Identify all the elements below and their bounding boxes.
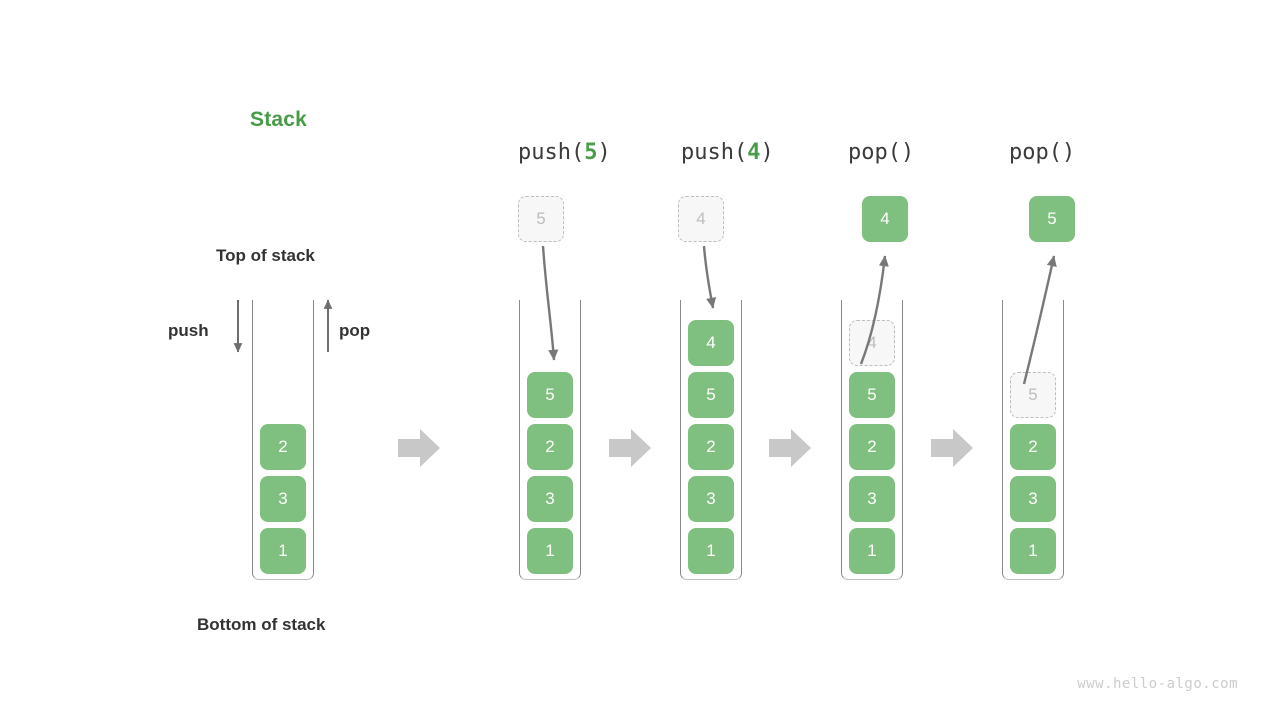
stack-cell: 2 bbox=[260, 424, 306, 470]
stack-cell: 3 bbox=[260, 476, 306, 522]
floating-element-pop-2: 5 bbox=[1029, 196, 1075, 242]
stack-container bbox=[1002, 300, 1064, 580]
stack-cell: 3 bbox=[688, 476, 734, 522]
stack-stage-initial: 2 3 1 bbox=[252, 300, 316, 582]
stack-stage-pop-1: 4 5 2 3 1 bbox=[841, 300, 905, 582]
stack-stage-pop-2: 5 2 3 1 bbox=[1002, 300, 1066, 582]
operation-argument: 4 bbox=[747, 140, 761, 165]
stack-cell: 1 bbox=[260, 528, 306, 574]
stack-cell: 3 bbox=[849, 476, 895, 522]
stack-container bbox=[519, 300, 581, 580]
stack-container bbox=[841, 300, 903, 580]
stack-cell: 4 bbox=[688, 320, 734, 366]
stack-cell: 1 bbox=[527, 528, 573, 574]
stack-cell: 4 bbox=[849, 320, 895, 366]
watermark: www.hello-algo.com bbox=[1077, 676, 1238, 692]
stack-cell: 1 bbox=[688, 528, 734, 574]
stack-cell: 5 bbox=[849, 372, 895, 418]
operation-name: push( bbox=[681, 140, 748, 165]
floating-element-push-4: 4 bbox=[678, 196, 724, 242]
step-transition-arrow bbox=[609, 429, 651, 467]
page-title: Stack bbox=[250, 108, 308, 131]
operation-close-paren: ) bbox=[597, 140, 611, 165]
stack-cell: 2 bbox=[1010, 424, 1056, 470]
operation-name: pop( bbox=[848, 140, 901, 165]
step-transition-arrow bbox=[398, 429, 440, 467]
label-pop: pop bbox=[339, 321, 371, 340]
stack-cell: 2 bbox=[849, 424, 895, 470]
operation-name: push( bbox=[518, 140, 585, 165]
operation-label-push-5: push(5) bbox=[518, 140, 611, 165]
step-transition-arrow bbox=[769, 429, 811, 467]
motion-arrow-push-4 bbox=[702, 245, 717, 309]
operation-label-pop-1: pop() bbox=[848, 140, 914, 165]
operation-label-push-4: push(4) bbox=[681, 140, 774, 165]
label-top-of-stack: Top of stack bbox=[216, 246, 315, 265]
operation-close-paren: ) bbox=[1061, 140, 1076, 165]
stack-container bbox=[252, 300, 314, 580]
floating-element-push-5: 5 bbox=[518, 196, 564, 242]
stack-cell: 3 bbox=[527, 476, 573, 522]
stack-cell: 5 bbox=[1010, 372, 1056, 418]
label-push: push bbox=[168, 321, 209, 340]
stack-stage-push-4: 4 5 2 3 1 bbox=[680, 300, 744, 582]
label-bottom-of-stack: Bottom of stack bbox=[197, 615, 326, 634]
stack-cell: 1 bbox=[849, 528, 895, 574]
stack-cell: 3 bbox=[1010, 476, 1056, 522]
stack-cell: 5 bbox=[527, 372, 573, 418]
operation-argument: 5 bbox=[584, 140, 598, 165]
step-transition-arrow bbox=[931, 429, 973, 467]
stack-cell: 5 bbox=[688, 372, 734, 418]
operation-name: pop( bbox=[1009, 140, 1062, 165]
operation-label-pop-2: pop() bbox=[1009, 140, 1075, 165]
stack-cell: 2 bbox=[688, 424, 734, 470]
stack-cell: 2 bbox=[527, 424, 573, 470]
operation-close-paren: ) bbox=[900, 140, 915, 165]
floating-element-pop-1: 4 bbox=[862, 196, 908, 242]
stack-stage-push-5: 5 2 3 1 bbox=[519, 300, 583, 582]
stack-cell: 1 bbox=[1010, 528, 1056, 574]
operation-close-paren: ) bbox=[760, 140, 774, 165]
stack-container bbox=[680, 300, 742, 580]
